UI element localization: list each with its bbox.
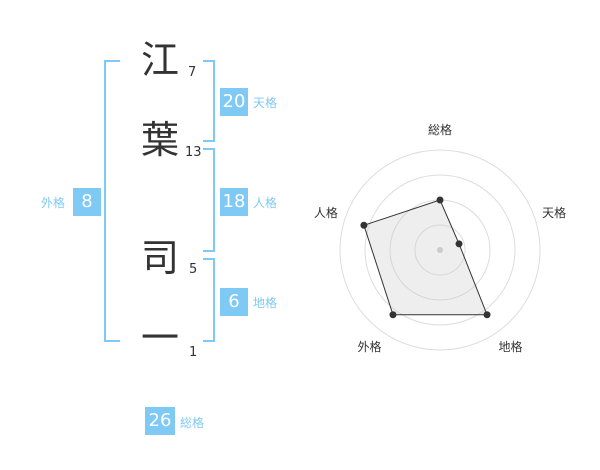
- radar-axis-label-5: 人格: [314, 205, 338, 220]
- name-char-2: 葉: [140, 118, 179, 162]
- jinkaku-label: 人格: [253, 196, 278, 210]
- gaikaku-bracket: [104, 60, 120, 342]
- chikaku-bracket: [203, 258, 215, 342]
- chikaku-label: 地格: [253, 296, 278, 310]
- stroke-count-4: 1: [189, 345, 198, 360]
- radar-point-5: [360, 221, 368, 229]
- radar-axis-label-4: 外格: [357, 339, 381, 354]
- chikaku-value: 6: [220, 288, 248, 316]
- tenkaku-bracket: [203, 60, 215, 142]
- tenkaku-label: 天格: [253, 96, 278, 110]
- soukaku-value: 26: [145, 407, 175, 435]
- name-char-4: 一: [140, 316, 179, 360]
- radar-center-point: [437, 247, 443, 253]
- gaikaku-label: 外格: [41, 196, 66, 210]
- name-char-1: 江: [140, 38, 179, 82]
- radar-area: [363, 199, 488, 316]
- stroke-count-1: 7: [188, 65, 197, 80]
- radar-ring: [414, 224, 466, 276]
- radar-ring: [339, 149, 541, 351]
- stroke-count-2: 13: [185, 145, 202, 160]
- radar-axis-label-2: 天格: [542, 205, 566, 220]
- jinkaku-value: 18: [220, 188, 248, 216]
- radar-ring: [364, 174, 516, 326]
- jinkaku-bracket: [203, 148, 215, 252]
- radar-axis-label-3: 地格: [499, 339, 523, 354]
- soukaku-label: 総格: [180, 416, 205, 430]
- radar-axis-label-1: 総格: [428, 122, 452, 137]
- radar-point-3: [483, 311, 491, 319]
- radar-point-4: [389, 311, 397, 319]
- radar-point-1: [436, 196, 444, 204]
- name-char-3: 司: [140, 236, 179, 280]
- tenkaku-value: 20: [220, 88, 248, 116]
- radar-point-2: [455, 240, 463, 248]
- gaikaku-value: 8: [73, 188, 101, 216]
- stroke-count-3: 5: [189, 262, 198, 277]
